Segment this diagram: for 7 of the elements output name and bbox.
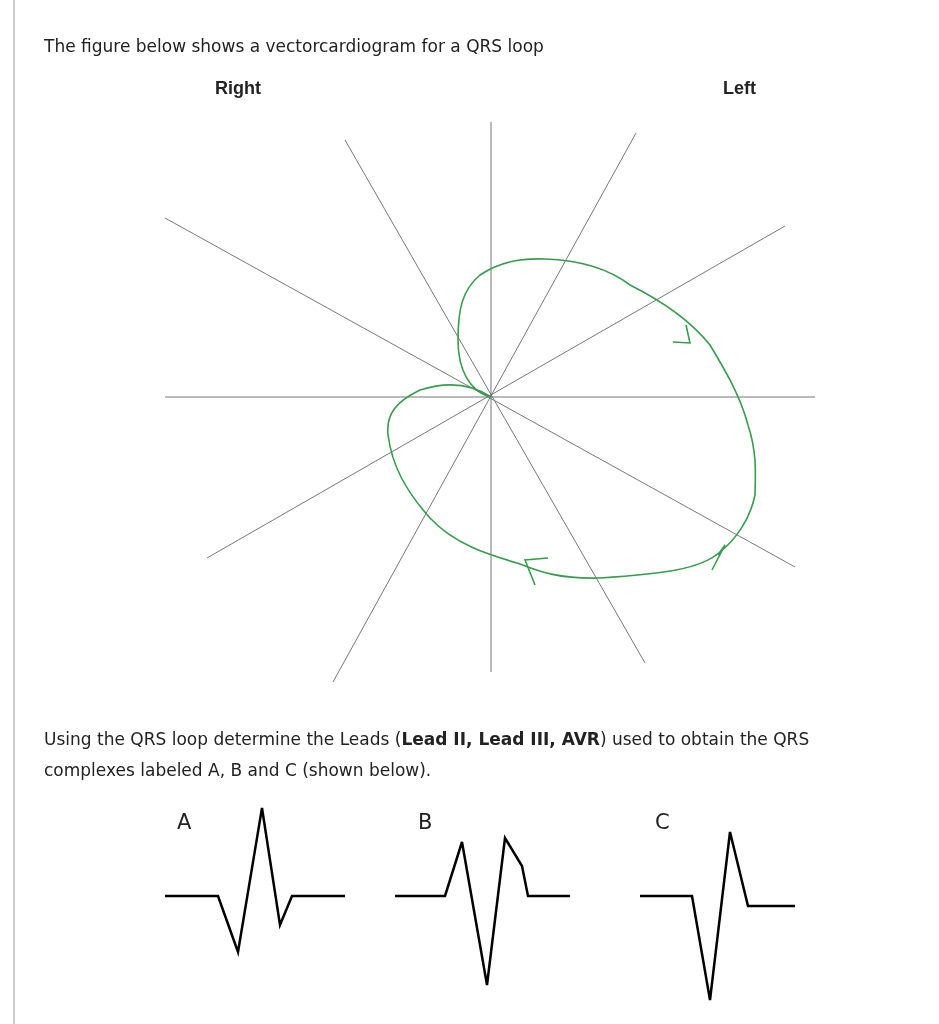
title: The figure below shows a vectorcardiogram for a QRS loop [44, 36, 544, 56]
question-text: Using the QRS loop determine the Leads (Lead II, Lead III, AVR) used to obtain the QRS complexes labeled A, B and C (shown below). [44, 728, 811, 782]
waveform-label: C [655, 810, 670, 834]
axis-label: Left [723, 78, 756, 99]
waveform-label: A [177, 810, 192, 834]
axis-label: Right [215, 78, 261, 99]
waveform-label: B [418, 810, 433, 834]
